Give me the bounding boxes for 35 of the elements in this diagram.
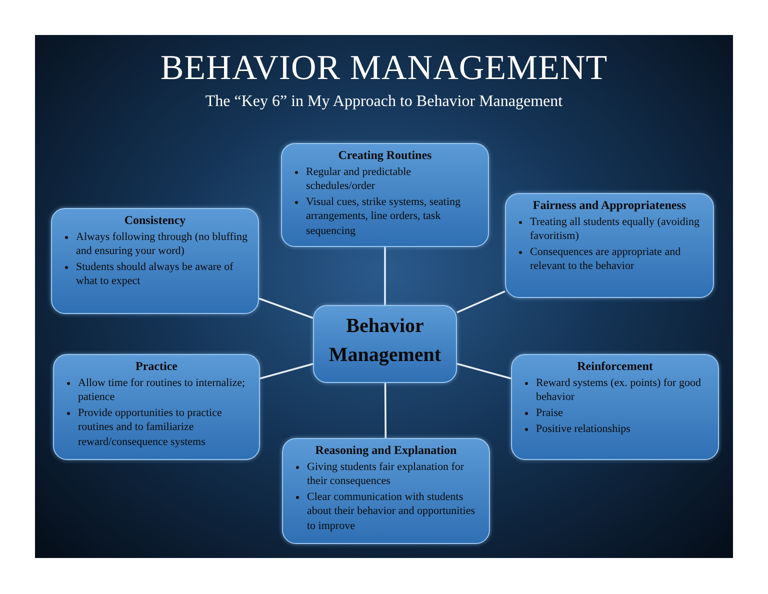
bullet-item: Giving students fair explanation for their consequences	[291, 460, 481, 488]
topic-box	[281, 143, 489, 247]
connector-line	[260, 362, 314, 380]
topic-box	[511, 354, 719, 460]
subtitle: The “Key 6” in My Approach to Behavior Management	[204, 93, 564, 111]
bullet-item: Always following through (no bluffing and ensuring your word)	[60, 230, 250, 258]
central-box	[313, 305, 457, 383]
box-heading: Behavior Management	[328, 314, 442, 368]
bullet-item: Reward systems (ex. points) for good behavior	[520, 376, 710, 404]
box-heading: Practice	[134, 359, 178, 375]
bullet-item: Consequences are appropriate and relevant to the behavior	[514, 245, 705, 274]
topic-box	[282, 438, 490, 544]
bullet-item: Positive relationships	[520, 422, 710, 437]
box-heading: Consistency	[123, 213, 187, 229]
bullet-item: Students should always be aware of what to expect	[60, 260, 250, 289]
bullet-item: Praise	[520, 406, 710, 420]
box-heading: Creating Routines	[337, 148, 433, 164]
box-heading: Reinforcement	[576, 359, 654, 375]
topic-box	[51, 208, 259, 314]
box-heading: Fairness and Appropriateness	[532, 198, 688, 214]
bullet-item: Regular and predictable schedules/order	[290, 164, 480, 194]
bullet-item: Allow time for routines to internalize; patience	[62, 376, 251, 404]
topic-box	[505, 193, 714, 298]
connector-line	[456, 290, 506, 314]
connector-line	[456, 362, 512, 380]
connector-line	[384, 383, 387, 438]
title: BEHAVIOR MANAGEMENT	[159, 48, 609, 88]
bullet-item: Treating all students equally (avoiding favoritism)	[514, 214, 705, 244]
connector-line	[384, 247, 386, 305]
topic-box	[53, 354, 260, 460]
bullet-item: Clear communication with students about their behavior and opportunities to improve	[291, 490, 481, 534]
bullet-item: Provide opportunities to practice routines and to familiarize reward/consequence systems	[62, 406, 251, 450]
bullet-item: Visual cues, strike systems, seating arrangements, line orders, task sequencing	[290, 195, 480, 238]
box-heading: Reasoning and Explanation	[314, 443, 458, 459]
connector-line	[258, 298, 314, 319]
